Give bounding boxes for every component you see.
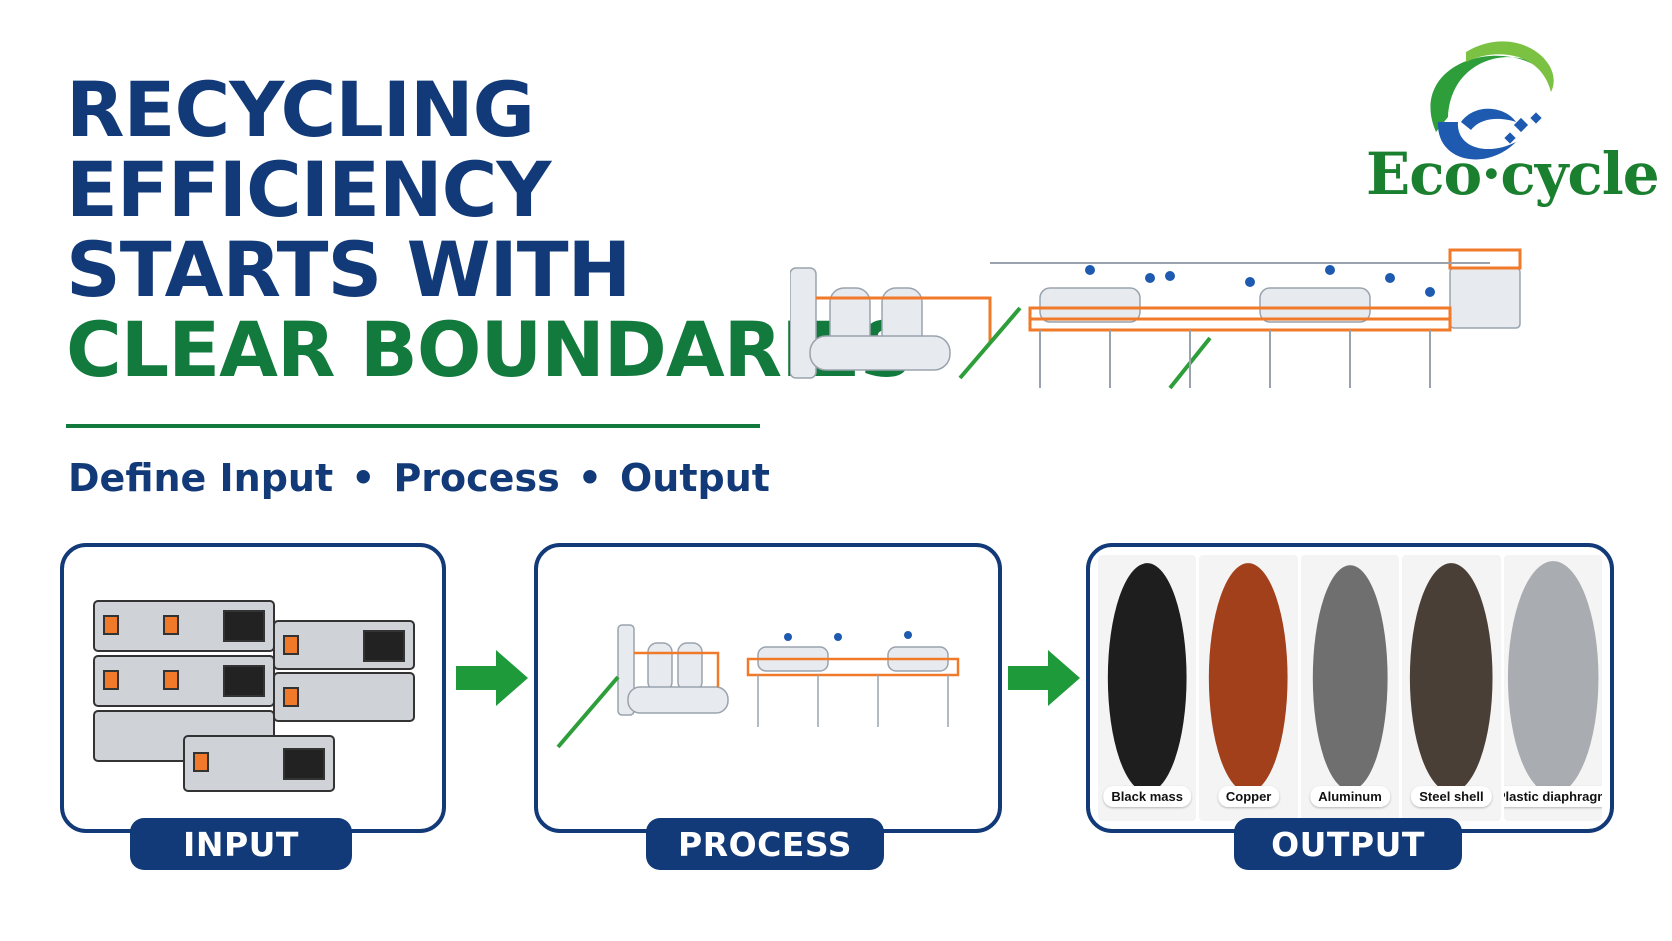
material-label: Steel shell: [1411, 786, 1492, 807]
headline-line-3: STARTS WITH: [66, 225, 631, 314]
black-mass-pile-icon: [1107, 563, 1187, 793]
headline-line-4: CLEAR BOUNDARIES: [66, 305, 914, 394]
steel-shell-pile-icon: [1410, 563, 1493, 793]
recycling-line-illustration: [556, 624, 960, 749]
material-label: Black mass: [1103, 786, 1191, 807]
material-copper: Copper: [1199, 555, 1298, 821]
headline: RECYCLING EFFICIENCY STARTS WITH CLEAR B…: [66, 65, 914, 394]
subtitle-separator-2: •: [577, 456, 602, 500]
brand-name: Eco·cycle: [1366, 140, 1660, 208]
headline-line-1: RECYCLING: [66, 65, 535, 154]
arrow-right-icon: [1008, 650, 1080, 706]
subtitle-input: Define Input: [68, 456, 334, 500]
subtitle: Define Input • Process • Output: [68, 456, 770, 500]
input-label: INPUT: [130, 818, 352, 870]
material-black-mass: Black mass: [1098, 555, 1197, 821]
subtitle-output: Output: [619, 456, 770, 500]
material-aluminum: Aluminum: [1300, 555, 1400, 821]
subtitle-process: Process: [393, 456, 560, 500]
material-steel-shell: Steel shell: [1402, 555, 1501, 821]
output-label: OUTPUT: [1234, 818, 1462, 870]
material-label: Plastic diaphragm: [1503, 786, 1603, 807]
process-label: PROCESS: [646, 818, 884, 870]
output-panel: Black mass Copper Aluminum Steel shell P…: [1086, 543, 1614, 833]
output-materials: Black mass Copper Aluminum Steel shell P…: [1098, 555, 1603, 821]
input-panel: [60, 543, 446, 833]
process-panel: [534, 543, 1002, 833]
arrow-right-icon: [456, 650, 528, 706]
recycling-plant-illustration: [790, 248, 1522, 390]
aluminum-pile-icon: [1312, 565, 1388, 791]
plastic-diaphragm-pile-icon: [1507, 561, 1599, 795]
eco-cycle-logo-icon: [1430, 41, 1554, 160]
copper-pile-icon: [1209, 563, 1288, 793]
material-label: Copper: [1217, 786, 1280, 807]
material-plastic-diaphragm: Plastic diaphragm: [1503, 555, 1603, 821]
battery-pack-stack-icon: [93, 600, 415, 792]
subtitle-separator-1: •: [351, 456, 376, 500]
material-label: Aluminum: [1310, 786, 1390, 807]
headline-line-2: EFFICIENCY: [66, 145, 551, 234]
divider-line: [66, 424, 760, 428]
